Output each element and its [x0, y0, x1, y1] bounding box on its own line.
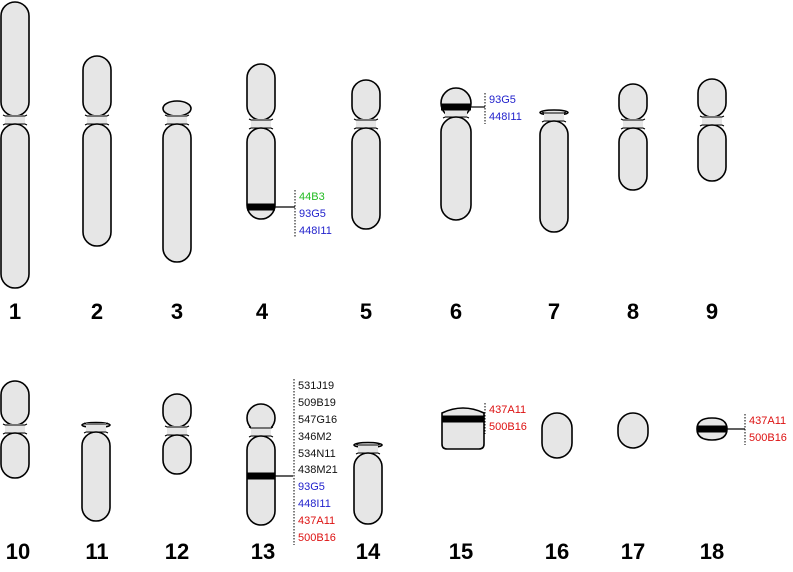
chromosome-number: 18	[700, 539, 724, 564]
chromosome-body	[441, 407, 485, 450]
chromosome-12: 12	[162, 393, 192, 564]
q-arm	[539, 120, 569, 233]
chromosome-16: 16	[541, 412, 573, 564]
p-arm	[697, 78, 727, 118]
q-arm	[353, 452, 383, 525]
chromosome-5: 5	[351, 79, 381, 324]
q-arm	[246, 435, 276, 526]
clone-label: 93G5	[489, 94, 516, 106]
chromosome-3: 3	[162, 100, 192, 324]
chromosome-body	[617, 412, 649, 449]
clone-label: 500B16	[489, 421, 527, 433]
chromosome-number: 2	[91, 299, 103, 324]
chromosome-1: 1	[0, 1, 30, 324]
clone-label: 448I11	[489, 111, 522, 123]
clone-label: 437A11	[489, 404, 526, 416]
p-arm	[0, 1, 30, 117]
clone-label: 531J19	[298, 380, 334, 392]
chromosome-11: 11	[81, 421, 111, 564]
clone-label: 346M2	[298, 431, 332, 443]
q-arm	[351, 127, 381, 230]
chromosome-4: 44B3 93G5 448I11 4	[246, 63, 332, 324]
chromosome-number: 7	[548, 299, 560, 324]
chromosome-number: 16	[545, 539, 569, 564]
clone-label: 534N11	[298, 448, 336, 460]
clone-label: 547G16	[298, 414, 337, 426]
clone-label: 44B3	[299, 191, 325, 203]
chromosome-14: 14	[353, 441, 383, 564]
clone-label: 500B16	[749, 432, 787, 444]
chromosome-number: 17	[621, 539, 645, 564]
chromosome-15: 437A11 500B16 15	[441, 403, 527, 564]
chromosome-number: 4	[256, 299, 269, 324]
clone-label: 438M21	[298, 464, 338, 476]
q-arm	[81, 431, 111, 522]
hybridization-band	[247, 472, 275, 480]
q-arm	[440, 116, 472, 221]
clone-label: 437A11	[749, 415, 786, 427]
chromosome-number: 3	[171, 299, 183, 324]
p-arm	[162, 393, 192, 428]
chromosome-number: 10	[6, 539, 30, 564]
p-arm	[162, 100, 192, 117]
chromosome-13: 531J19 509B19 547G16 346M2 534N11 438M21 93G5 4…	[246, 379, 338, 564]
clone-label: 93G5	[299, 208, 326, 220]
p-arm	[82, 55, 112, 117]
chromosome-number: 6	[450, 299, 462, 324]
chromosome-17: 17	[617, 412, 649, 564]
chromosome-7: 7	[539, 109, 569, 324]
q-arm	[0, 432, 30, 479]
clone-label: 509B19	[298, 397, 336, 409]
chromosome-number: 5	[360, 299, 372, 324]
chromosome-18: 437A11 500B16 18	[696, 414, 787, 564]
chromosome-number: 14	[356, 539, 381, 564]
q-arm	[697, 124, 727, 182]
q-arm	[162, 123, 192, 263]
q-arm	[618, 127, 648, 191]
chromosome-number: 8	[627, 299, 639, 324]
chromosome-9: 9	[697, 78, 727, 324]
chromosome-number: 15	[449, 539, 473, 564]
p-arm	[351, 79, 381, 121]
hybridization-band	[442, 415, 484, 423]
p-arm	[246, 63, 276, 121]
clone-label: 448I11	[298, 498, 331, 510]
chromosome-body	[541, 412, 573, 459]
chromosome-8: 8	[618, 83, 648, 324]
q-arm	[162, 434, 192, 475]
chromosome-10: 10	[0, 380, 30, 564]
chromosome-number: 12	[165, 539, 189, 564]
clone-label: 437A11	[298, 515, 335, 527]
p-arm	[0, 380, 30, 426]
clone-label: 448I11	[299, 225, 332, 237]
chromosome-number: 11	[85, 539, 108, 564]
chromosome-number: 1	[9, 299, 21, 324]
clone-label: 93G5	[298, 481, 325, 493]
p-arm	[618, 83, 648, 121]
chromosome-number: 13	[251, 539, 275, 564]
hybridization-band	[697, 425, 727, 433]
chromosome-6: 93G5 448I11 6	[440, 87, 522, 324]
chromosome-number: 9	[706, 299, 718, 324]
q-arm	[0, 123, 30, 289]
q-arm	[82, 123, 112, 247]
hybridization-band	[441, 103, 471, 111]
clone-label: 500B16	[298, 532, 336, 544]
chromosome-2: 2	[82, 55, 112, 324]
hybridization-band	[247, 203, 275, 211]
